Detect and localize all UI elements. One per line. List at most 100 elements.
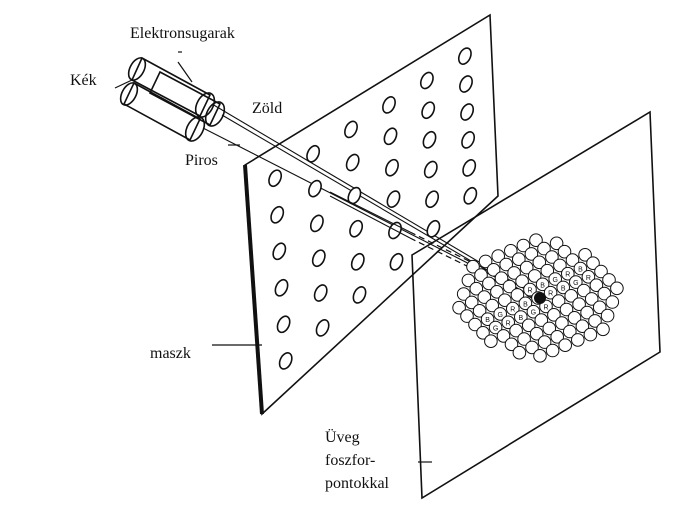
phosphor-dot <box>597 286 612 301</box>
phosphor-dot <box>498 293 512 308</box>
phosphor-dot <box>549 236 564 251</box>
phosphor-dot <box>472 304 487 318</box>
phosphor-dot <box>589 278 604 293</box>
phosphor-letter: G <box>497 312 502 319</box>
phosphor-dot <box>468 317 482 332</box>
mask-hole <box>308 179 322 198</box>
phosphor-dot <box>461 273 476 288</box>
phosphor-dot <box>480 312 495 327</box>
phosphor-dot <box>578 248 592 262</box>
mask-hole <box>419 71 434 90</box>
phosphor-letter: G <box>531 310 536 317</box>
phosphor-dot <box>466 259 480 274</box>
phosphor-dot <box>535 277 550 292</box>
phosphor-dot <box>501 315 516 330</box>
phosphor-dot <box>555 316 569 330</box>
phosphor-dot <box>548 272 563 286</box>
phosphor-grid: RBGRBBGRBGRBGRGRBGR <box>452 233 624 363</box>
phosphor-dot <box>610 281 624 296</box>
phosphor-dot <box>490 285 504 299</box>
phosphor-dot <box>532 255 547 270</box>
leader-lines <box>114 51 432 463</box>
phosphor-letter: R <box>565 272 570 279</box>
mask-hole <box>313 284 328 302</box>
phosphor-dot <box>592 300 607 315</box>
phosphor-dot <box>512 252 526 267</box>
mask-hole <box>352 286 367 304</box>
phosphor-letter: B <box>561 285 566 292</box>
phosphor-dot <box>537 241 551 256</box>
mask-hole <box>306 144 321 163</box>
phosphor-dot <box>580 305 594 320</box>
phosphor-dot <box>478 254 493 269</box>
phosphor-letter: B <box>485 317 490 324</box>
phosphor-dot <box>525 340 539 355</box>
phosphor-dot <box>557 244 572 259</box>
label-green: Zöld <box>252 100 282 117</box>
mask-hole <box>311 249 326 268</box>
phosphor-dot <box>572 297 586 312</box>
phosphor-dot <box>556 280 571 295</box>
phosphor-letter: R <box>586 275 591 282</box>
phosphor-dot <box>464 295 479 310</box>
phosphor-dot <box>540 263 555 278</box>
mask-hole <box>457 47 472 65</box>
phosphor-letter: R <box>527 288 532 295</box>
glass-screen: RBGRBBGRBGRBGRGRBGR <box>411 110 661 500</box>
phosphor-dot <box>553 258 567 273</box>
phosphor-dot <box>558 338 573 353</box>
mask-hole <box>315 319 330 337</box>
phosphor-dot <box>474 268 488 282</box>
phosphor-dot <box>596 322 610 337</box>
label-glass-line2: foszfor- <box>325 452 375 469</box>
phosphor-dot <box>506 301 520 316</box>
phosphor-dot <box>517 332 531 346</box>
mask-hole <box>278 352 293 370</box>
mask-hole <box>389 252 404 271</box>
mask-hole <box>268 169 283 188</box>
electron-beams-front <box>329 191 411 239</box>
label-glass-line3: pontokkal <box>325 475 390 492</box>
mask-hole <box>423 160 438 179</box>
mask-hole <box>463 186 478 205</box>
mask-hole <box>345 153 360 172</box>
phosphor-dot <box>600 308 615 323</box>
phosphor-dot <box>509 323 523 338</box>
phosphor-dot <box>565 253 580 267</box>
mask-hole <box>462 159 477 177</box>
phosphor-dot <box>502 279 517 294</box>
phosphor-dot <box>602 273 616 287</box>
label-mask: maszk <box>150 345 191 362</box>
phosphor-dot <box>526 304 541 319</box>
mask-hole <box>274 278 289 297</box>
label-red: Piros <box>185 152 218 169</box>
phosphor-dot <box>575 319 590 334</box>
phosphor-dot <box>518 296 533 311</box>
phosphor-letter: B <box>518 315 523 322</box>
phosphor-letter: B <box>578 267 583 274</box>
electron-guns <box>119 56 226 142</box>
phosphor-dot <box>543 285 558 300</box>
phosphor-dot <box>534 313 549 327</box>
phosphor-dot <box>583 327 598 342</box>
phosphor-dot <box>510 288 525 302</box>
phosphor-dot <box>496 329 511 343</box>
phosphor-dot <box>521 318 536 333</box>
phosphor-dot <box>567 311 582 325</box>
phosphor-dot <box>537 335 552 349</box>
phosphor-dot <box>488 320 503 335</box>
phosphor-dot <box>569 275 583 289</box>
phosphor-dot <box>507 266 521 280</box>
phosphor-dot <box>581 270 596 284</box>
phosphor-dot <box>494 271 509 286</box>
phosphor-dot <box>533 349 547 363</box>
mask-hole <box>344 120 358 139</box>
phosphor-dot <box>514 310 528 324</box>
phosphor-dot <box>594 264 608 279</box>
label-glass-line1: Üveg <box>325 428 360 446</box>
phosphor-dot <box>605 295 620 309</box>
phosphor-dot <box>523 282 537 297</box>
phosphor-dot <box>542 321 557 336</box>
phosphor-dot <box>524 247 539 261</box>
